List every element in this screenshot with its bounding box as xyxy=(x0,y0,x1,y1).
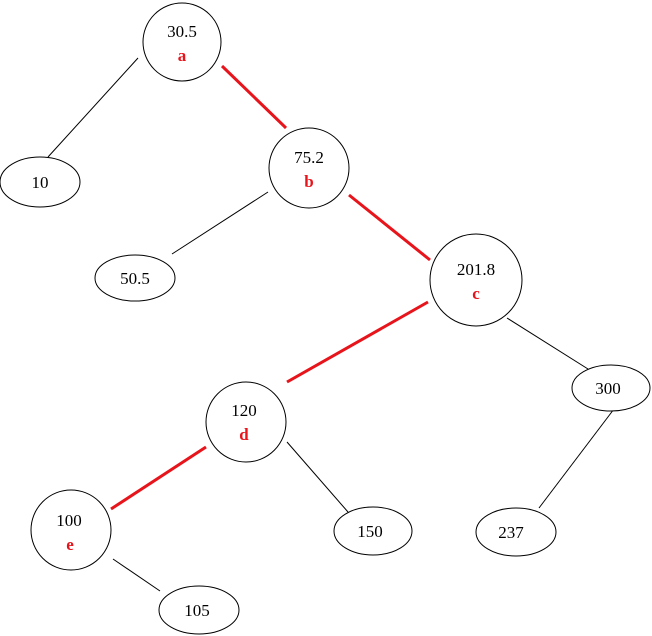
tree-node-100: 100 e xyxy=(30,489,112,571)
tree-node-300: 300 xyxy=(571,364,651,412)
node-value: 201.8 xyxy=(457,260,495,279)
node-value: 50.5 xyxy=(120,269,150,288)
node-ellipse xyxy=(158,585,240,635)
node-value: 10 xyxy=(32,173,49,192)
edge-300-237 xyxy=(538,408,615,509)
edge-120-150 xyxy=(286,441,349,513)
node-value: 105 xyxy=(184,601,210,620)
edge-75_2-201_8 xyxy=(348,193,431,262)
tree-node-10: 10 xyxy=(0,156,81,208)
tree-node-150: 150 xyxy=(333,506,413,556)
node-letter: c xyxy=(472,284,480,303)
node-ellipse xyxy=(475,507,557,557)
node-circle xyxy=(429,233,523,327)
node-circle xyxy=(268,127,350,209)
node-value: 30.5 xyxy=(167,22,197,41)
node-circle xyxy=(205,381,287,463)
node-circle xyxy=(142,2,222,82)
node-letter: e xyxy=(66,535,74,554)
tree-node-50-5: 50.5 xyxy=(94,254,176,302)
edge-75_2-50_5 xyxy=(171,191,269,255)
node-circle xyxy=(30,489,112,571)
node-value: 300 xyxy=(595,379,621,398)
node-ellipse xyxy=(333,506,413,556)
edge-201_8-120 xyxy=(286,300,429,384)
edges xyxy=(47,57,615,592)
edge-30_5-10 xyxy=(47,57,139,158)
node-value: 120 xyxy=(231,401,257,420)
edge-120-100 xyxy=(110,445,207,511)
node-value: 237 xyxy=(498,523,524,542)
tree-node-75-2: 75.2 b xyxy=(268,127,350,209)
tree-node-237: 237 xyxy=(475,507,557,557)
node-letter: b xyxy=(304,172,313,191)
edge-30_5-75_2 xyxy=(220,64,288,130)
node-ellipse xyxy=(571,364,651,412)
edge-100-105 xyxy=(112,558,161,592)
node-letter: a xyxy=(178,46,187,65)
tree-node-120: 120 d xyxy=(205,381,287,463)
node-value: 75.2 xyxy=(294,148,324,167)
node-ellipse xyxy=(94,254,176,302)
node-letter: d xyxy=(239,425,249,444)
node-value: 150 xyxy=(357,522,383,541)
tree-node-105: 105 xyxy=(158,585,240,635)
node-ellipse xyxy=(0,156,81,208)
edge-201_8-300 xyxy=(506,317,589,370)
tree-node-30-5: 30.5 a xyxy=(142,2,222,82)
node-value: 100 xyxy=(56,511,82,530)
tree-node-201-8: 201.8 c xyxy=(429,233,523,327)
